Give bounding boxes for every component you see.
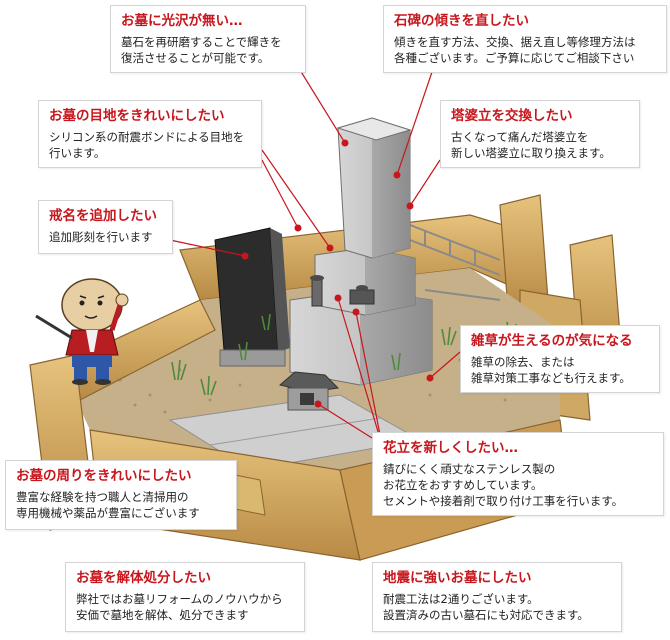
callout-weeds-body: 雑草の除去、または 雑草対策工事なども行えます。 bbox=[471, 355, 631, 385]
stupa-rack bbox=[409, 224, 501, 301]
callout-quake-body: 耐震工法は2通りございます。 設置済みの古い墓石にも対応できます。 bbox=[383, 592, 589, 622]
callout-surround-title: お墓の周りをきれいにしたい bbox=[16, 468, 192, 484]
callout-tilt-title: 石碑の傾きを直したい bbox=[394, 13, 529, 29]
callout-dismantle-title: お墓を解体処分したい bbox=[76, 570, 211, 586]
callout-flower-body: 錆びにくく頑丈なステンレス製の お花立をおすすめしています。 セメントや接着剤で… bbox=[383, 462, 624, 508]
callout-luster-title: お墓に光沢が無い… bbox=[121, 13, 243, 29]
callout-surround: お墓の周りをきれいにしたい 豊富な経験を持つ職人と清掃用の 専用機械や薬品が豊富… bbox=[5, 460, 237, 530]
kaimyo-plate-base bbox=[219, 349, 286, 367]
callout-kaimyo: 戒名を追加したい 追加彫刻を行います bbox=[38, 200, 173, 254]
callout-weeds: 雑草が生えるのが気になる 雑草の除去、または 雑草対策工事なども行えます。 bbox=[460, 325, 660, 393]
callout-stupa: 塔婆立を交換したい 古くなって痛んだ塔婆立を 新しい塔婆立に取り換えます。 bbox=[440, 100, 640, 168]
callout-weeds-title: 雑草が生えるのが気になる bbox=[471, 333, 633, 349]
callout-flower-title: 花立を新しくしたい… bbox=[383, 440, 518, 456]
callout-kaimyo-body: 追加彫刻を行います bbox=[49, 230, 153, 244]
callout-quake-title: 地震に強いお墓にしたい bbox=[383, 570, 532, 586]
leader-dots bbox=[241, 139, 434, 408]
callout-quake: 地震に強いお墓にしたい 耐震工法は2通りございます。 設置済みの古い墓石にも対応… bbox=[372, 562, 622, 632]
callout-tilt-body: 傾きを直す方法、交換、据え直し等修理方法は 各種ございます。ご予算に応じてご相談… bbox=[394, 35, 636, 65]
callout-luster-body: 墓石を再研磨することで輝きを 復活させることが可能です。 bbox=[121, 35, 282, 65]
callout-tilt: 石碑の傾きを直したい 傾きを直す方法、交換、据え直し等修理方法は 各種ございます… bbox=[383, 5, 667, 73]
flower-vases bbox=[310, 275, 375, 307]
callout-stupa-body: 古くなって痛んだ塔婆立を 新しい塔婆立に取り換えます。 bbox=[451, 130, 611, 160]
callout-joints-title: お墓の目地をきれいにしたい bbox=[49, 108, 225, 124]
callout-luster: お墓に光沢が無い… 墓石を再研磨することで輝きを 復活させることが可能です。 bbox=[110, 5, 306, 73]
leader-lines bbox=[169, 69, 461, 446]
kaimyo-plate bbox=[214, 227, 279, 363]
callout-surround-body: 豊富な経験を持つ職人と清掃用の 専用機械や薬品が豊富にございます bbox=[16, 490, 200, 520]
callout-flower: 花立を新しくしたい… 錆びにくく頑丈なステンレス製の お花立をおすすめしています… bbox=[372, 432, 664, 516]
callout-dismantle: お墓を解体処分したい 弊社ではお墓リフォームのノウハウから 安価で墓地を解体、処… bbox=[65, 562, 305, 632]
callout-kaimyo-title: 戒名を追加したい bbox=[49, 208, 157, 224]
callout-dismantle-body: 弊社ではお墓リフォームのノウハウから 安価で墓地を解体、処分できます bbox=[76, 592, 283, 622]
monk-mascot bbox=[35, 278, 129, 385]
callout-stupa-title: 塔婆立を交換したい bbox=[451, 108, 573, 124]
callout-joints: お墓の目地をきれいにしたい シリコン系の耐震ボンドによる目地を 行います。 bbox=[38, 100, 262, 168]
callout-joints-body: シリコン系の耐震ボンドによる目地を 行います。 bbox=[49, 130, 245, 160]
